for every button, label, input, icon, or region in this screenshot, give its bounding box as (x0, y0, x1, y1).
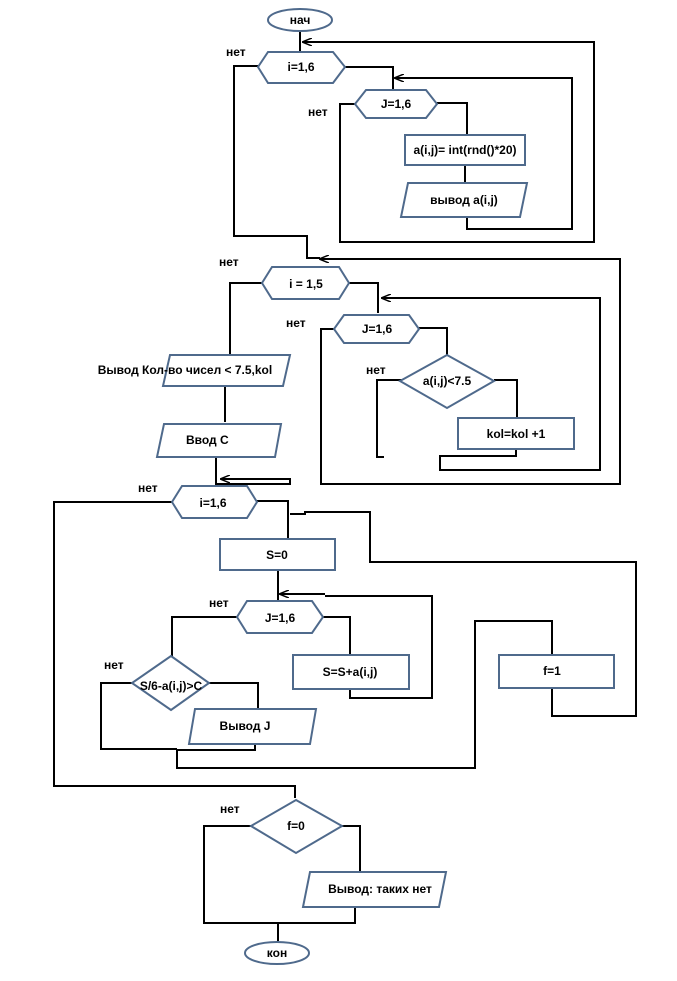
loop-i-search: i=1,6 (170, 485, 259, 519)
end-terminator: кон (244, 941, 310, 965)
no-label: нет (286, 316, 306, 330)
svg-text:J=1,6: J=1,6 (381, 97, 412, 111)
output-j-io: Вывод J (187, 708, 318, 745)
svg-text:S=S+a(i,j): S=S+a(i,j) (323, 665, 378, 679)
svg-text:f=1: f=1 (543, 664, 561, 678)
output-none-io: Вывод: таких нет (301, 871, 448, 908)
svg-text:a(i,j)= int(rnd()*20): a(i,j)= int(rnd()*20) (413, 143, 516, 157)
condition-f-decision: f=0 (249, 798, 345, 855)
condition-less-than-decision: a(i,j)<7.5 (397, 353, 497, 410)
s-zero-process: S=0 (219, 538, 336, 571)
loop-j-count: J=1,6 (332, 314, 421, 344)
loop-i-fill: i=1,6 (256, 51, 347, 84)
no-label: нет (226, 45, 246, 59)
svg-text:Вывод: таких нет: Вывод: таких нет (328, 882, 432, 896)
input-c-io: Ввод С (155, 423, 283, 458)
svg-text:f=0: f=0 (287, 819, 305, 833)
no-label: нет (209, 596, 229, 610)
svg-text:нач: нач (290, 13, 311, 27)
svg-text:a(i,j)<7.5: a(i,j)<7.5 (423, 374, 472, 388)
loop-j-search: J=1,6 (235, 600, 325, 634)
output-kol-io: Вывод Кол-во чисел < 7.5,kol (98, 354, 292, 387)
svg-text:вывод a(i,j): вывод a(i,j) (430, 193, 498, 207)
no-labels: нет нет нет нет нет нет нет нет нет (104, 45, 386, 816)
svg-text:S=0: S=0 (266, 548, 288, 562)
svg-text:kol=kol +1: kol=kol +1 (487, 427, 546, 441)
no-label: нет (138, 481, 158, 495)
svg-text:i=1,6: i=1,6 (287, 60, 314, 74)
loop-j-fill: J=1,6 (353, 89, 439, 119)
no-label: нет (308, 105, 328, 119)
kol-increment-process: kol=kol +1 (457, 417, 575, 450)
no-label: нет (219, 255, 239, 269)
no-label: нет (104, 658, 124, 672)
svg-text:Ввод С: Ввод С (186, 433, 229, 447)
svg-text:i = 1,5: i = 1,5 (289, 277, 323, 291)
svg-text:J=1,6: J=1,6 (362, 322, 393, 336)
assign-random-process: a(i,j)= int(rnd()*20) (404, 134, 526, 166)
no-label: нет (366, 363, 386, 377)
start-terminator: нач (267, 8, 333, 32)
loop-i-count: i = 1,5 (260, 266, 351, 300)
svg-text:i=1,6: i=1,6 (199, 496, 226, 510)
no-label: нет (220, 802, 240, 816)
svg-text:Вывод Кол-во чисел < 7.5,kol: Вывод Кол-во чисел < 7.5,kol (98, 363, 272, 377)
svg-text:J=1,6: J=1,6 (265, 611, 296, 625)
sum-process: S=S+a(i,j) (292, 654, 410, 690)
svg-text:Вывод J: Вывод J (220, 719, 271, 733)
f-one-process: f=1 (498, 654, 615, 689)
svg-text:S/6-a(i,j)>C: S/6-a(i,j)>C (140, 679, 203, 693)
svg-text:кон: кон (267, 946, 287, 960)
connector-lines (53, 30, 637, 941)
condition-average-decision: S/6-a(i,j)>C (130, 654, 211, 712)
output-a-io: вывод a(i,j) (399, 182, 529, 218)
